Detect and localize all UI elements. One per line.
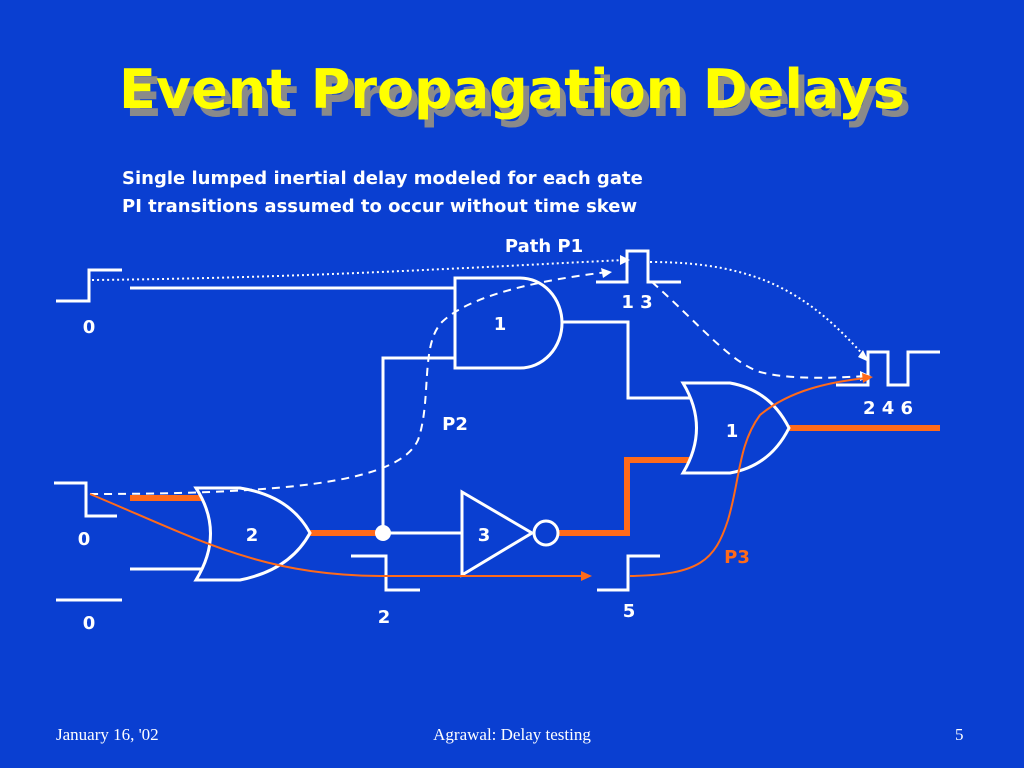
wire-junction-to-and (381, 356, 455, 533)
path-p3-segment-2 (629, 377, 867, 577)
footer-date: January 16, '02 (56, 725, 159, 744)
path-p1-segment-1 (91, 259, 626, 281)
subtitle-line-1: Single lumped inertial delay modeled for… (122, 168, 643, 189)
and-gate-1 (453, 276, 564, 370)
inverter-gate-label: 3 (478, 525, 491, 546)
wire-inverter-to-or (558, 457, 700, 536)
input-a-time-label: 0 (83, 317, 96, 338)
title-shadow: Event Propagation Delays (124, 66, 911, 129)
subtitle-line-2: PI transitions assumed to occur without … (122, 196, 638, 217)
and-output-times-label: 1 3 (621, 292, 652, 313)
input-b-time-label: 0 (78, 529, 91, 550)
or2-gate-label: 2 (246, 525, 259, 546)
input-c-time-label: 0 (83, 613, 96, 634)
inverter-bubble (532, 519, 560, 547)
footer-center: Agrawal: Delay testing (433, 725, 591, 744)
waveform-inverter-output (597, 554, 660, 592)
or2-output-time-label: 2 (378, 607, 391, 628)
path-p2-label: P2 (442, 414, 468, 435)
waveform-or2-output (351, 554, 420, 592)
inverter-output-time-label: 5 (623, 601, 636, 622)
path-p3-segment-1 (89, 493, 585, 577)
path-p3-arrowhead-2 (862, 373, 873, 383)
path-p1-segment-2 (649, 261, 867, 359)
waveform-and-output (596, 249, 681, 284)
path-p2-segment-1 (89, 271, 609, 495)
waveform-input-b (54, 481, 117, 518)
inverter-gate-3 (460, 489, 535, 578)
path-p2-segment-2 (651, 281, 867, 379)
waveform-input-a (56, 268, 122, 303)
wire-and-to-or (560, 320, 695, 400)
and-gate-label: 1 (494, 314, 507, 335)
or-gate-1 (680, 381, 791, 475)
path-p1-arrowhead-2 (858, 350, 869, 362)
path-p3-label: P3 (724, 547, 750, 568)
or-gate-label: 1 (726, 421, 739, 442)
path-p1-arrowhead-1 (620, 255, 630, 265)
or-output-times-label: 2 4 6 (863, 398, 913, 419)
junction-dot (375, 525, 391, 541)
title-area: Event Propagation Delays Event Propagati… (0, 58, 1024, 138)
footer-page-number: 5 (955, 725, 964, 744)
path-p3-arrowhead-1 (581, 571, 592, 581)
path-p1-label: Path P1 (505, 236, 583, 257)
path-p2-arrowhead-1 (601, 268, 612, 278)
slide-title: Event Propagation Delays (118, 58, 905, 121)
